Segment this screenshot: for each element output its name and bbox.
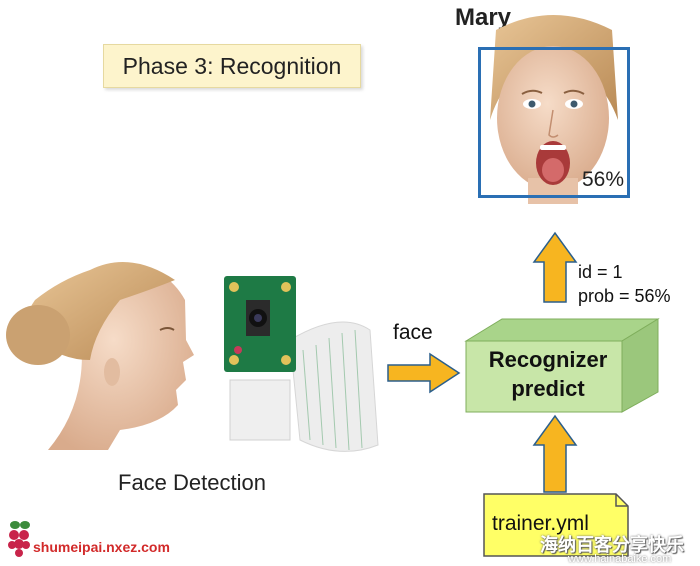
result-prob: prob = 56%	[578, 286, 671, 306]
arrow-up-icon	[532, 414, 578, 493]
result-id: id = 1	[578, 262, 623, 282]
camera-module-image	[224, 276, 379, 452]
recognized-name: Mary	[454, 4, 512, 31]
raspberry-icon	[8, 521, 30, 557]
model-file-label: trainer.yml	[492, 512, 589, 535]
watermark-text: 海纳百客分享快乐	[540, 535, 684, 555]
recognizer-subtitle: predict	[511, 376, 585, 401]
recognized-face-image	[490, 15, 618, 204]
arrow-right-icon	[387, 352, 461, 394]
recognizer-box	[464, 318, 660, 413]
phase-title: Phase 3: Recognition	[103, 44, 361, 88]
trainer-note	[483, 493, 629, 557]
recognizer-title: Recognizer	[488, 347, 608, 372]
face-detection-caption: Face Detection	[118, 470, 266, 495]
face-probability: 56%	[582, 168, 625, 191]
watermark-url: www.hainabaike.com	[568, 553, 672, 565]
input-face-label: face	[393, 321, 433, 344]
face-bounding-box	[478, 47, 630, 198]
site-name: shumeipai.nxez.com	[33, 539, 170, 555]
profile-face-image	[6, 262, 194, 450]
arrow-up-icon	[532, 231, 578, 303]
